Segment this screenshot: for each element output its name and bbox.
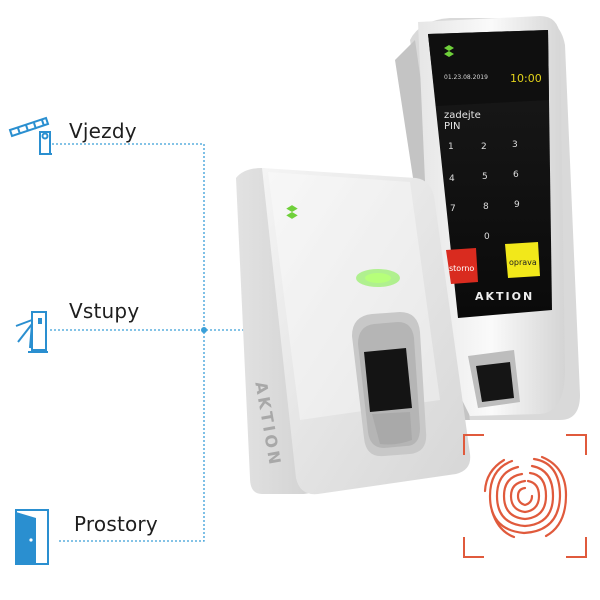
key-5[interactable]: 5: [482, 172, 488, 182]
terminal-brand: AKTION: [475, 290, 535, 303]
terminal-time: 10:00: [510, 72, 542, 85]
key-3[interactable]: 3: [512, 140, 518, 150]
key-6[interactable]: 6: [513, 170, 519, 180]
key-2[interactable]: 2: [481, 142, 487, 152]
key-4[interactable]: 4: [449, 174, 455, 184]
turnstile-icon: [12, 308, 52, 361]
menu-item-prostory[interactable]: Prostory: [74, 512, 158, 536]
key-1[interactable]: 1: [448, 142, 454, 152]
reader-logo-icon: [286, 205, 298, 219]
brand-logo-icon: [444, 45, 454, 57]
fingerprint-scan-icon: [462, 433, 588, 564]
cancel-key[interactable]: storno: [449, 264, 475, 273]
terminal-date: 01.23.08.2019: [444, 74, 488, 81]
key-7[interactable]: 7: [450, 204, 456, 214]
door-icon: [10, 506, 54, 573]
menu-item-vjezdy[interactable]: Vjezdy: [69, 119, 137, 143]
terminal-prompt: zadejte PIN: [444, 110, 481, 132]
barrier-gate-icon: [6, 116, 56, 161]
fix-key[interactable]: oprava: [509, 258, 537, 267]
menu-item-vstupy[interactable]: Vstupy: [69, 299, 140, 323]
key-0[interactable]: 0: [484, 232, 490, 242]
key-8[interactable]: 8: [483, 202, 489, 212]
key-9[interactable]: 9: [514, 200, 520, 210]
